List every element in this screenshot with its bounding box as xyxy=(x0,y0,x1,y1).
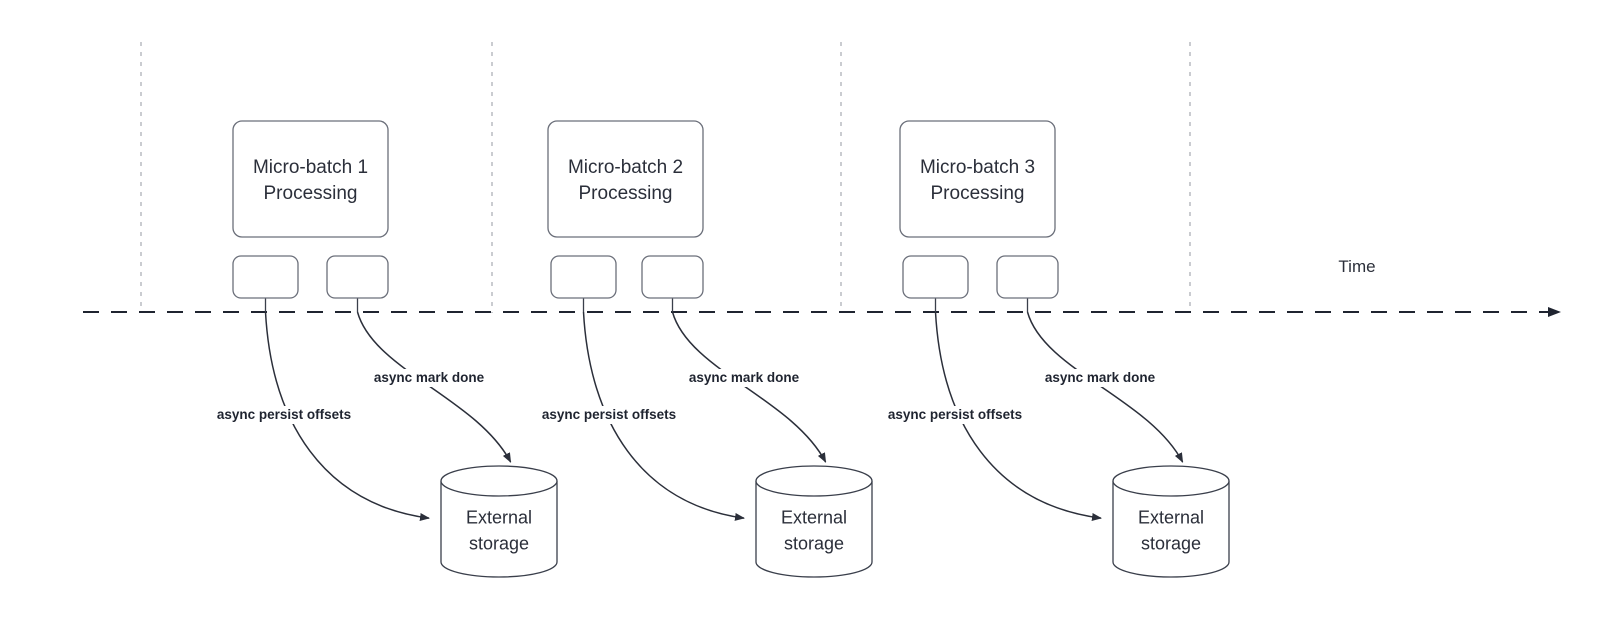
async-persist-offsets-arrow xyxy=(934,311,1102,521)
persist-offsets-task-box[interactable] xyxy=(232,255,299,299)
time-axis-label: Time xyxy=(1338,257,1375,276)
micro-batch-label-line2: Processing xyxy=(579,183,673,204)
micro-batch-label-line2: Processing xyxy=(931,183,1025,204)
external-storage-label-line2: storage xyxy=(784,534,844,554)
persist-offsets-task-box[interactable] xyxy=(902,255,969,299)
async-persist-offsets-label: async persist offsets xyxy=(888,407,1022,422)
micro-batch-label-line1: Micro-batch 1 xyxy=(253,157,368,178)
async-mark-done-label-backdrop xyxy=(361,369,497,387)
micro-batch-processing-box[interactable] xyxy=(547,120,704,238)
external-storage-cylinder-body[interactable] xyxy=(1112,480,1230,578)
micro-batch-label-line1: Micro-batch 2 xyxy=(568,157,683,178)
mark-done-task-box[interactable] xyxy=(996,255,1059,299)
external-storage-cylinder-body[interactable] xyxy=(440,480,558,578)
external-storage-cylinder-body[interactable] xyxy=(755,480,873,578)
async-mark-done-label-backdrop xyxy=(676,369,812,387)
micro-batch-label-line1: Micro-batch 3 xyxy=(920,157,1035,178)
async-mark-done-label: async mark done xyxy=(689,370,800,385)
micro-batch-processing-box[interactable] xyxy=(232,120,389,238)
async-persist-offsets-arrow xyxy=(582,311,745,521)
async-persist-offsets-label-backdrop xyxy=(197,406,371,424)
external-storage-label-line2: storage xyxy=(1141,534,1201,554)
mark-done-task-box[interactable] xyxy=(641,255,704,299)
external-storage-cylinder-top xyxy=(440,465,558,497)
external-storage-cylinder-top xyxy=(755,465,873,497)
mark-done-task-box[interactable] xyxy=(326,255,389,299)
persist-offsets-task-box[interactable] xyxy=(550,255,617,299)
micro-batch-processing-box[interactable] xyxy=(899,120,1056,238)
async-persist-offsets-label-backdrop xyxy=(868,406,1042,424)
async-persist-offsets-label-backdrop xyxy=(522,406,696,424)
async-persist-offsets-arrow xyxy=(264,311,430,521)
async-persist-offsets-label: async persist offsets xyxy=(217,407,351,422)
async-mark-done-label: async mark done xyxy=(1045,370,1156,385)
external-storage-label-line2: storage xyxy=(469,534,529,554)
external-storage-label-line1: External xyxy=(466,508,532,528)
micro-batch-label-line2: Processing xyxy=(264,183,358,204)
external-storage-label-line1: External xyxy=(781,508,847,528)
external-storage-cylinder-top xyxy=(1112,465,1230,497)
async-persist-offsets-label: async persist offsets xyxy=(542,407,676,422)
async-mark-done-label: async mark done xyxy=(374,370,485,385)
async-mark-done-label-backdrop xyxy=(1032,369,1168,387)
external-storage-label-line1: External xyxy=(1138,508,1204,528)
